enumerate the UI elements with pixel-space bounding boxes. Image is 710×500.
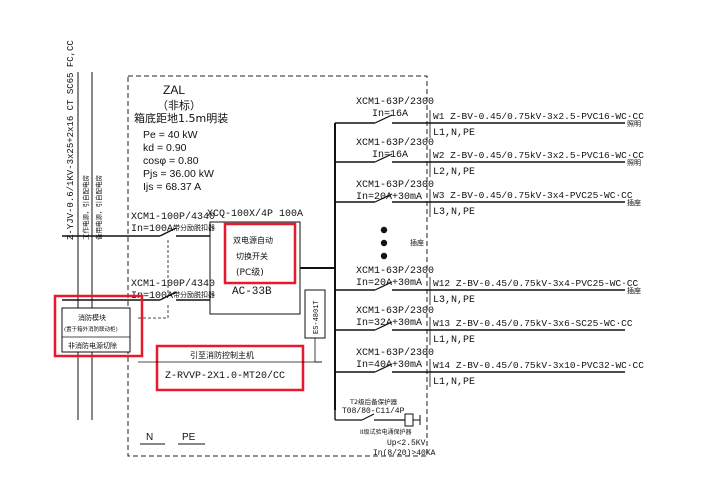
circuit-use: 插座 — [627, 198, 641, 207]
neutral-label: N — [146, 432, 153, 443]
circuit-rating: In=16A — [372, 109, 408, 120]
breaker-symbol — [374, 363, 393, 373]
ats-label: 双电源自动 — [233, 235, 273, 245]
ellipsis-dot — [380, 239, 388, 247]
circuit-w2: XCM1-63P/2300 In=16A W2 Z-BV-0.45/0.75kV… — [335, 137, 644, 178]
spd-up: Up<2.5KV — [387, 439, 426, 448]
circuit-breaker: XCM1-63P/2300 — [356, 137, 434, 149]
ats-subtype: AC-33B — [232, 286, 272, 298]
circuit-phase: L1,N,PE — [433, 377, 475, 388]
ats-highlight — [223, 222, 297, 285]
circuit-use: 插座 — [627, 286, 641, 295]
panel-mount: 箱底距地1.5m明装 — [134, 111, 228, 125]
fire-module-highlight — [53, 294, 144, 358]
circuit-breaker: XCM1-63P/2300 — [356, 179, 434, 191]
circuit-use: 照明 — [627, 120, 641, 128]
circuit-breaker: XCM1-63P/2300 — [356, 347, 434, 359]
breaker2-note: 带分励脱扣器 — [173, 290, 215, 299]
circuit-w3: XCM1-63P/2300 In=20A+30mA W3 Z-BV-0.45/0… — [335, 179, 641, 218]
breaker1-rating: In=100A — [131, 224, 173, 235]
panel-note: （非标） — [157, 98, 201, 112]
circuit-w14: XCM1-63P/2300 In=40A+30mA W14 Z-BV-0.45/… — [335, 347, 644, 388]
breaker1-symbol — [159, 227, 177, 237]
circuit-phase: L2,N,PE — [433, 167, 475, 178]
pe-label: PE — [182, 432, 196, 443]
circuit-breaker: XCM1-63P/2300 — [356, 265, 434, 277]
ellipsis-label: 插座 — [410, 238, 424, 247]
ellipsis-dot — [380, 226, 388, 234]
circuit-phase: L3,N,PE — [433, 207, 475, 218]
fire-module-box — [61, 307, 131, 353]
panel-param: Pe = 40 kW — [143, 129, 198, 141]
incoming-note: 工作电源，引自配电房 — [81, 175, 90, 240]
spd-in: In(8/20)>40KA — [373, 449, 436, 458]
spd-breaker: T08/80-C11/4P — [342, 407, 405, 416]
circuit-breaker: XCM1-63P/2300 — [356, 305, 434, 317]
circuit-w1: XCM1-63P/2300 In=16A W1 Z-BV-0.45/0.75kV… — [335, 96, 644, 139]
fire-module-sub: (置于箱外消防联动柜) — [64, 325, 118, 333]
circuit-w12: XCM1-63P/2300 In=20A+30mA W12 Z-BV-0.45/… — [335, 265, 641, 306]
circuit-id-cable: W1 Z-BV-0.45/0.75kV-3x2.5-PVC16-WC·CC — [433, 111, 644, 122]
spd-breaker-symbol — [361, 413, 375, 421]
panel-boundary — [127, 75, 428, 457]
incoming-note: 备用电源，引自配电房 — [94, 175, 103, 240]
breaker-symbol — [374, 193, 393, 203]
breaker2-model: XCM1-100P/4340 — [131, 278, 215, 290]
fire-control-highlight — [155, 344, 305, 392]
ats-label: 切换开关 — [236, 251, 268, 261]
mid-device-label: ES-4801T — [313, 300, 321, 334]
breaker-symbol — [374, 114, 393, 124]
circuit-id-cable: W13 Z-BV-0.45/0.75kV-3x6-SC25-WC·CC — [433, 318, 633, 329]
circuit-breaker: XCM1-63P/2300 — [356, 96, 434, 108]
fire-module-title: 消防模块 — [78, 313, 106, 322]
spd-label: T2级后备保护器 — [349, 397, 398, 406]
circuit-phase: L1,N,PE — [433, 335, 475, 346]
fire-module-action: 非消防电源切除 — [68, 341, 117, 350]
circuit-id-cable: W2 Z-BV-0.45/0.75kV-3x2.5-PVC16-WC·CC — [433, 150, 644, 161]
panel-param: Pjs = 36.00 kW — [143, 168, 214, 180]
circuit-w13: XCM1-63P/2300 In=32A+30mA W13 Z-BV-0.45/… — [335, 305, 633, 346]
panel-name: ZAL — [163, 83, 185, 97]
breaker2-rating: In=100A — [131, 291, 173, 302]
circuit-id-cable: W14 Z-BV-0.45/0.75kV-3x10-PVC32-WC·CC — [433, 360, 644, 371]
ats-model: XCQ-100X/4P 100A — [207, 208, 303, 220]
fire-control-cable: Z-RVVP-2X1.0-MT20/CC — [165, 370, 285, 382]
breaker1-model: XCM1-100P/4340 — [131, 211, 215, 223]
circuit-use: 照明 — [627, 159, 641, 167]
breaker-symbol — [374, 321, 393, 331]
breaker-symbol — [374, 281, 393, 291]
panel-param: kd = 0.90 — [143, 142, 187, 154]
breaker1-note: 带分励脱扣器 — [173, 223, 215, 232]
ellipsis-dot — [380, 252, 388, 260]
circuit-id-cable: W3 Z-BV-0.45/0.75kV-3x4-PVC25-WC·CC — [433, 190, 633, 201]
incoming-cable: Z-YJV-0.6/1KV-3x25+2x16 CT SC65 FC,CC — [66, 40, 76, 240]
circuit-id-cable: W12 Z-BV-0.45/0.75kV-3x4-PVC25-WC·CC — [433, 278, 639, 289]
fire-control-label: 引至消防控制主机 — [190, 350, 254, 360]
circuit-rating: In=20A+30mA — [356, 192, 422, 203]
breaker-symbol — [374, 153, 393, 163]
circuit-phase: L3,N,PE — [433, 295, 475, 306]
panel-param: Ijs = 68.37 A — [143, 181, 201, 193]
panel-param: cosφ = 0.80 — [143, 155, 199, 167]
circuit-phase: L1,N,PE — [433, 128, 475, 139]
spd-symbol — [404, 413, 414, 427]
ats-label: (PC级) — [236, 266, 264, 278]
spd-surge-label: II级试验电涌保护器 — [360, 428, 412, 436]
